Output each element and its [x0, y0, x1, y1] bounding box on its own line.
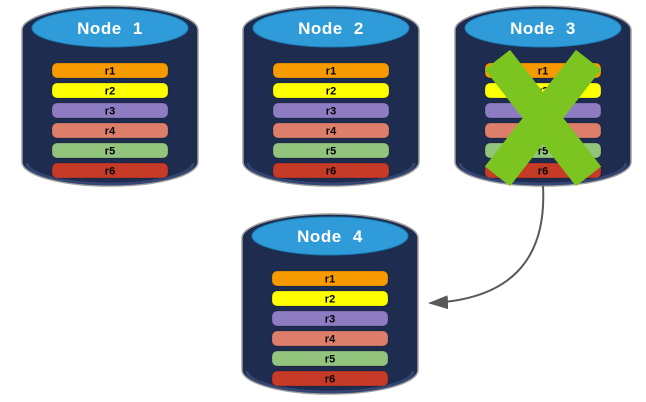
replica-bar-r6 — [271, 370, 389, 387]
replica-label: r4 — [325, 334, 336, 346]
replica-label: r4 — [105, 126, 116, 138]
replica-bar-r4 — [272, 122, 390, 139]
replica-label: r2 — [325, 294, 335, 306]
cylinder-bottom-shade — [246, 162, 416, 186]
replica-label: r6 — [326, 166, 336, 178]
replica-bar-r5 — [51, 142, 169, 159]
replica-bar-r3 — [272, 102, 390, 119]
replica-stack: r1 r2 r3 r4 r5 r6 — [271, 270, 389, 387]
cylinder-top — [252, 8, 410, 48]
replica-bar-r5 — [271, 350, 389, 367]
replica-bar-r2 — [51, 82, 169, 99]
replica-label: r6 — [105, 166, 115, 178]
replica-label: r5 — [326, 146, 336, 158]
node-label: Node 2 — [298, 19, 364, 38]
cylinder-bottom-shade — [245, 370, 415, 394]
cylinder-top — [464, 8, 622, 48]
cylinder-top — [251, 216, 409, 256]
node-3: Node 3r1r2r3r4r5r6 — [454, 5, 632, 187]
replica-label: r1 — [105, 66, 115, 78]
node-2: Node 2 r1 r2 r3 r4 r5 r6 — [242, 5, 420, 187]
replica-bar-r6 — [272, 162, 390, 179]
node-1: Node 1 r1 r2 r3 r4 r5 r6 — [21, 5, 199, 187]
replica-label: r3 — [326, 106, 336, 118]
replica-label: r1 — [538, 66, 548, 78]
node-label: Node 1 — [77, 19, 143, 38]
replica-label: r6 — [325, 374, 335, 386]
replica-label: r3 — [105, 106, 115, 118]
node-label: Node 4 — [297, 227, 363, 246]
replica-label: r6 — [538, 166, 548, 178]
replica-bar-r3 — [271, 310, 389, 327]
replica-bar-r1 — [272, 62, 390, 79]
replica-stack: r1 r2 r3 r4 r5 r6 — [51, 62, 169, 179]
replica-label: r1 — [326, 66, 336, 78]
replica-label: r1 — [325, 274, 335, 286]
replica-bar-r3 — [51, 102, 169, 119]
replica-label: r5 — [538, 146, 548, 158]
replica-label: r5 — [105, 146, 115, 158]
cylinder-bottom-shade — [458, 162, 628, 186]
replica-bar-r4 — [51, 122, 169, 139]
replica-label: r2 — [326, 86, 336, 98]
cylinder-top — [31, 8, 189, 48]
replica-bar-r1 — [51, 62, 169, 79]
replica-bar-r2 — [271, 290, 389, 307]
node-label: Node 3 — [510, 19, 576, 38]
replica-bar-r5 — [272, 142, 390, 159]
replica-label: r5 — [325, 354, 335, 366]
replica-label: r4 — [326, 126, 337, 138]
replica-bar-r4 — [271, 330, 389, 347]
replica-stack: r1 r2 r3 r4 r5 r6 — [272, 62, 390, 179]
replica-label: r3 — [325, 314, 335, 326]
failure-x-icon — [484, 49, 602, 187]
replica-bar-r2 — [272, 82, 390, 99]
replica-label: r2 — [105, 86, 115, 98]
node-4: Node 4 r1 r2 r3 r4 r5 r6 — [241, 213, 419, 395]
arrow-curve — [428, 185, 545, 310]
replica-bar-r6 — [51, 162, 169, 179]
replica-bar-r1 — [271, 270, 389, 287]
replica-label: r2 — [538, 86, 548, 98]
cylinder-bottom-shade — [25, 162, 195, 186]
